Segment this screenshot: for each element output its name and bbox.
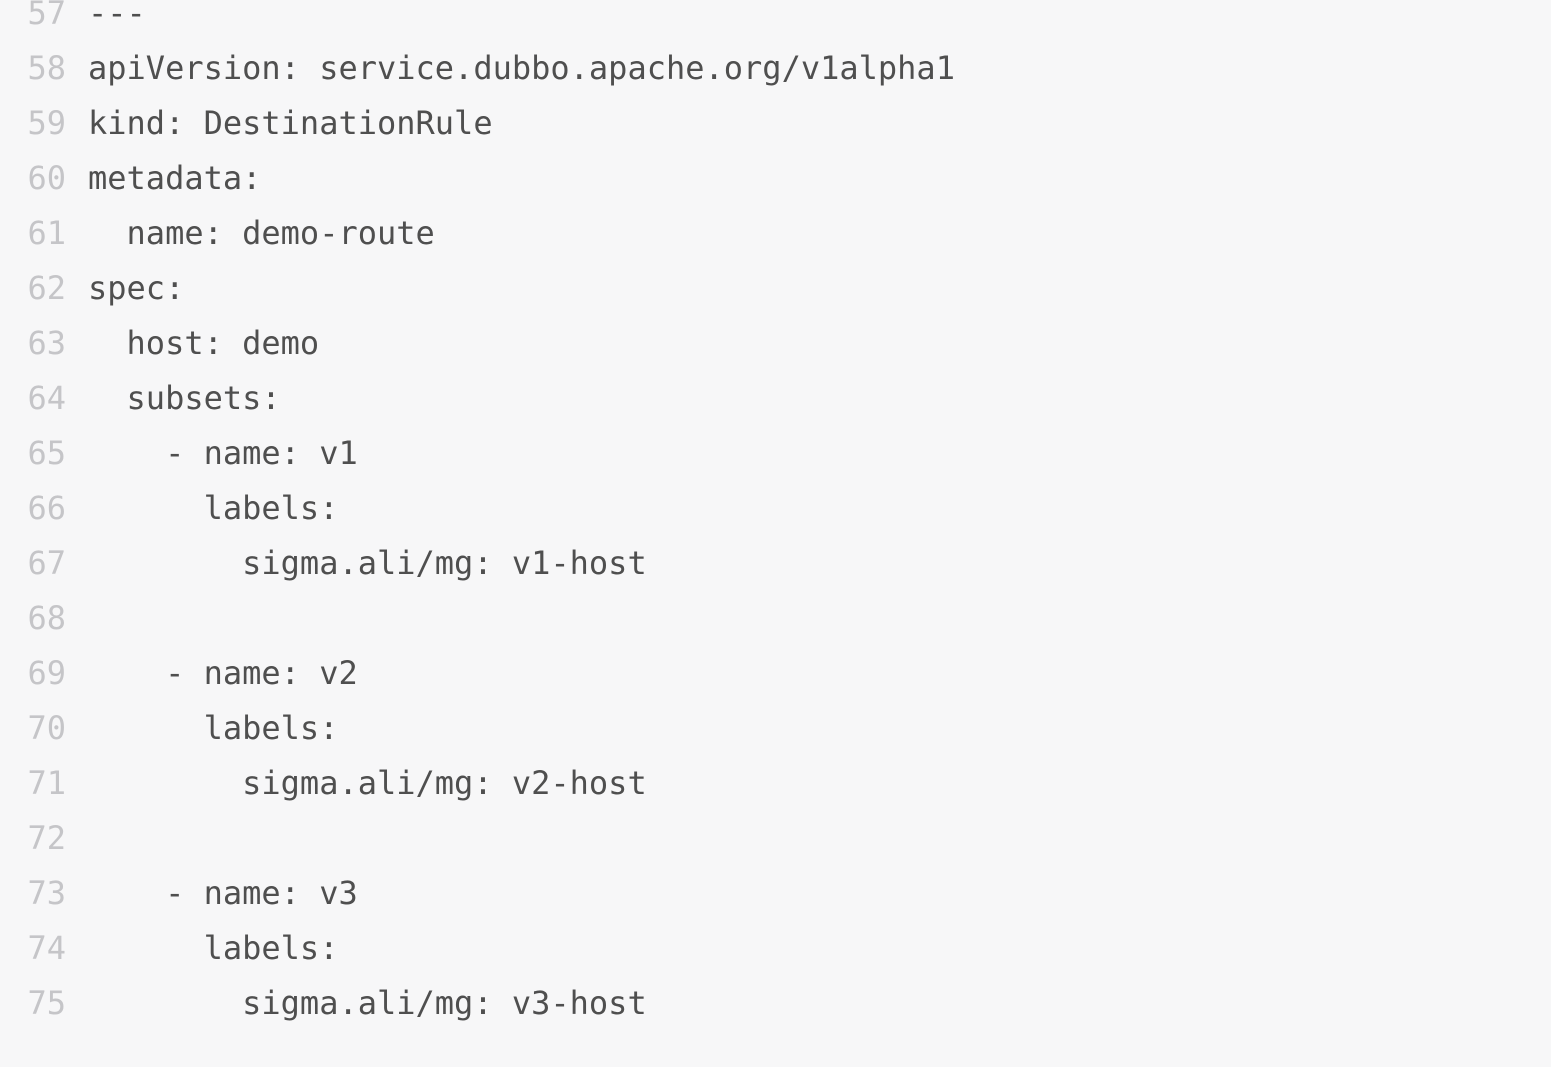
code-line: 66 labels: <box>0 481 1551 536</box>
line-content: labels: <box>88 929 339 967</box>
code-line: 57 --- <box>0 0 1551 41</box>
code-line: 71 sigma.ali/mg: v2-host <box>0 756 1551 811</box>
line-content <box>66 591 88 646</box>
code-line: 60 metadata: <box>0 151 1551 206</box>
code-line: 65 - name: v1 <box>0 426 1551 481</box>
code-line: 58 apiVersion: service.dubbo.apache.org/… <box>0 41 1551 96</box>
line-content: labels: <box>88 489 339 527</box>
code-line: 63 host: demo <box>0 316 1551 371</box>
line-number[interactable]: 68 <box>27 599 66 637</box>
line-number[interactable]: 72 <box>27 819 66 857</box>
line-content: labels: <box>88 709 339 747</box>
line-number[interactable]: 71 <box>27 764 66 802</box>
code-line: 64 subsets: <box>0 371 1551 426</box>
line-number[interactable]: 57 <box>27 0 66 32</box>
code-line: 74 labels: <box>0 921 1551 976</box>
line-content: sigma.ali/mg: v3-host <box>88 984 647 1022</box>
line-number[interactable]: 69 <box>27 654 66 692</box>
code-line: 67 sigma.ali/mg: v1-host <box>0 536 1551 591</box>
line-content: sigma.ali/mg: v2-host <box>88 764 647 802</box>
line-content: name: demo-route <box>88 214 435 252</box>
line-number[interactable]: 63 <box>27 324 66 362</box>
line-number[interactable]: 75 <box>27 984 66 1022</box>
line-content: apiVersion: service.dubbo.apache.org/v1a… <box>88 49 955 87</box>
line-number[interactable]: 70 <box>27 709 66 747</box>
line-content: metadata: <box>88 159 262 197</box>
yaml-code-viewer[interactable]: 57 --- 58 apiVersion: service.dubbo.apac… <box>0 0 1551 1031</box>
line-content: --- <box>88 0 146 32</box>
line-number[interactable]: 62 <box>27 269 66 307</box>
line-number[interactable]: 65 <box>27 434 66 472</box>
line-number[interactable]: 61 <box>27 214 66 252</box>
code-line: 70 labels: <box>0 701 1551 756</box>
code-line: 68 <box>0 591 1551 646</box>
line-content: - name: v1 <box>88 434 358 472</box>
line-number[interactable]: 58 <box>27 49 66 87</box>
line-number[interactable]: 73 <box>27 874 66 912</box>
line-content: - name: v3 <box>88 874 358 912</box>
line-content: kind: DestinationRule <box>88 104 493 142</box>
code-line: 59 kind: DestinationRule <box>0 96 1551 151</box>
line-content: - name: v2 <box>88 654 358 692</box>
code-line: 72 <box>0 811 1551 866</box>
line-content: host: demo <box>88 324 320 362</box>
code-line: 61 name: demo-route <box>0 206 1551 261</box>
line-number[interactable]: 64 <box>27 379 66 417</box>
line-number[interactable]: 74 <box>27 929 66 967</box>
code-line: 75 sigma.ali/mg: v3-host <box>0 976 1551 1031</box>
line-content: spec: <box>88 269 185 307</box>
line-content <box>66 811 88 866</box>
code-line: 62 spec: <box>0 261 1551 316</box>
line-number[interactable]: 67 <box>27 544 66 582</box>
code-line: 69 - name: v2 <box>0 646 1551 701</box>
line-number[interactable]: 59 <box>27 104 66 142</box>
line-content: subsets: <box>88 379 281 417</box>
line-number[interactable]: 66 <box>27 489 66 527</box>
code-line: 73 - name: v3 <box>0 866 1551 921</box>
line-content: sigma.ali/mg: v1-host <box>88 544 647 582</box>
line-number[interactable]: 60 <box>27 159 66 197</box>
